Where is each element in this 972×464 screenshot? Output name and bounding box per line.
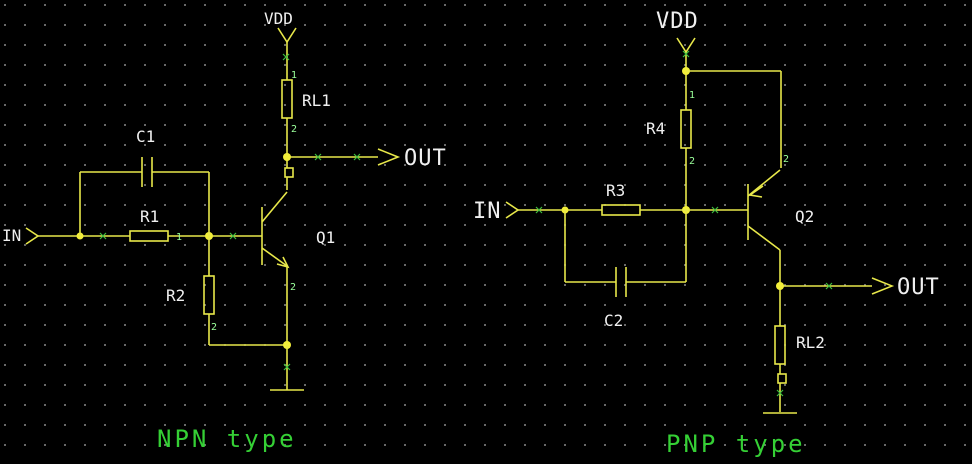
- pnp-r4-pin-1: 1: [689, 90, 695, 101]
- pnp-r4-label: R4: [646, 119, 665, 138]
- npn-r1-pin-1: 1: [176, 232, 182, 243]
- npn-circuit: VDD RL1 1 2 OUT Q1 2: [2, 9, 447, 453]
- npn-out-label: OUT: [404, 146, 447, 171]
- npn-c1-label: C1: [136, 127, 155, 146]
- npn-in-label: IN: [2, 226, 21, 245]
- npn-r1-label: R1: [140, 207, 159, 226]
- pnp-resistor-r3: R3: [601, 181, 748, 216]
- npn-r2-label: R2: [166, 286, 185, 305]
- pnp-resistor-r4: R4 1 2: [646, 90, 695, 214]
- npn-resistor-r1: R1 1: [129, 207, 262, 243]
- pnp-q2-pin-2: 2: [783, 154, 789, 165]
- pnp-out-label: OUT: [897, 275, 940, 300]
- npn-caption: NPN type: [157, 425, 297, 453]
- npn-q1-pin-2: 2: [290, 282, 296, 293]
- npn-rl1-pin-2: 2: [291, 124, 297, 135]
- npn-input-terminal: IN: [2, 226, 130, 245]
- pnp-rl2-label: RL2: [796, 333, 825, 352]
- pnp-r3-label: R3: [606, 181, 625, 200]
- pnp-vdd-terminal: VDD: [656, 9, 782, 168]
- pnp-q2-label: Q2: [795, 207, 814, 226]
- npn-vdd-label: VDD: [264, 9, 293, 28]
- pnp-capacitor-c2: C2: [564, 210, 687, 330]
- pnp-output-terminal: OUT: [776, 275, 940, 300]
- npn-rl1-pin-1: 1: [291, 70, 297, 81]
- npn-transistor-q1: Q1 2: [261, 177, 335, 345]
- npn-q1-label: Q1: [316, 228, 335, 247]
- pnp-c2-label: C2: [604, 311, 623, 330]
- pnp-circuit: VDD R4 1 2 IN R3: [473, 9, 940, 458]
- pnp-in-label: IN: [473, 199, 502, 224]
- pnp-input-terminal: IN: [473, 199, 602, 224]
- pnp-vdd-label: VDD: [656, 9, 699, 34]
- npn-rl1-label: RL1: [302, 91, 331, 110]
- pnp-resistor-rl2: RL2: [774, 325, 825, 412]
- npn-resistor-r2: R2 2: [166, 236, 291, 349]
- pnp-caption: PNP type: [666, 430, 806, 458]
- pnp-transistor-q2: Q2 2: [747, 154, 814, 326]
- pin-markers: [99, 50, 833, 397]
- npn-output-terminal: OUT: [283, 146, 447, 171]
- npn-vdd-terminal: VDD: [264, 9, 297, 80]
- pnp-r4-pin-2: 2: [689, 156, 695, 167]
- npn-capacitor-c1: C1: [79, 127, 210, 236]
- npn-r2-pin-2: 2: [211, 322, 217, 333]
